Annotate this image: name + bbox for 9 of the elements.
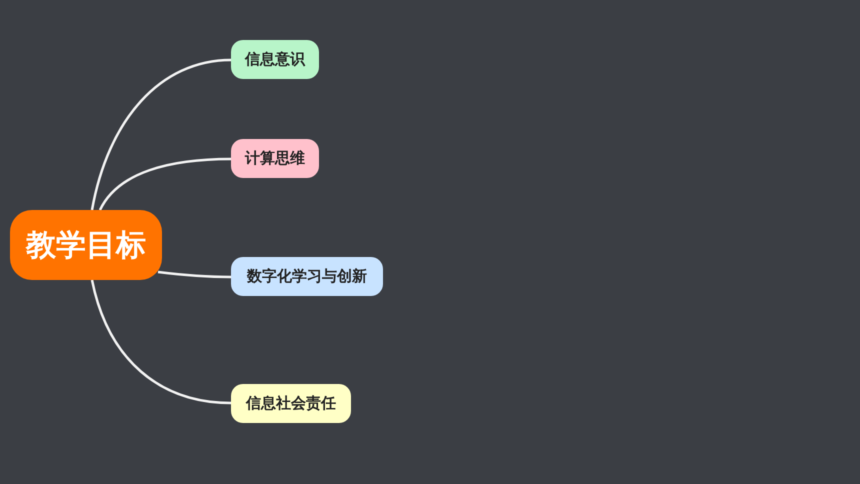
branch-line xyxy=(90,58,232,210)
branch-line xyxy=(90,280,232,404)
root-topic: 教学目标 xyxy=(10,210,162,280)
subtopic-box: 数字化学习与创新 xyxy=(231,257,383,296)
subtopic-box: 信息意识 xyxy=(231,40,319,79)
branch-line xyxy=(158,270,231,278)
branch-line xyxy=(98,158,232,211)
subtopic-box: 信息社会责任 xyxy=(231,384,351,423)
subtopic-box: 计算思维 xyxy=(231,139,319,178)
